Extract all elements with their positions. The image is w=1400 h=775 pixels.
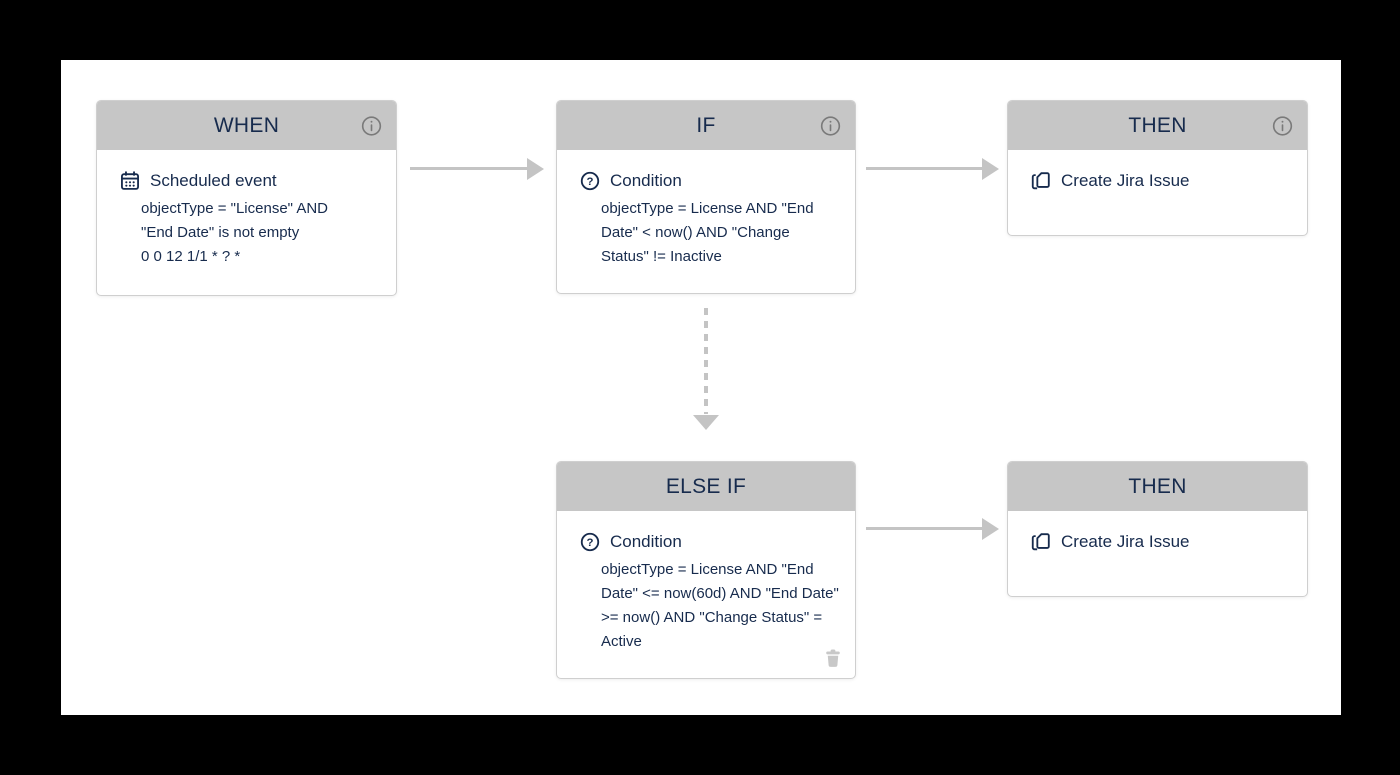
copy-document-icon xyxy=(1030,170,1052,192)
when-query-text: objectType = "License" AND "End Date" is… xyxy=(141,200,329,241)
then-top-card-title: THEN xyxy=(1128,113,1187,137)
trash-icon[interactable] xyxy=(822,647,844,669)
if-condition-label: Condition xyxy=(610,171,682,190)
when-event-label: Scheduled event xyxy=(150,171,277,190)
svg-text:?: ? xyxy=(587,537,594,549)
when-card[interactable]: WHEN xyxy=(96,100,397,296)
then-top-action-label: Create Jira Issue xyxy=(1061,171,1190,190)
else-if-condition-label: Condition xyxy=(610,532,682,551)
when-card-body: Scheduled event objectType = "License" A… xyxy=(97,150,396,269)
connector-dashed-line xyxy=(704,308,708,414)
then-bottom-card-title: THEN xyxy=(1128,474,1187,498)
automation-rule-canvas: WHEN xyxy=(61,60,1341,715)
arrow-head-icon xyxy=(527,158,544,180)
if-card-title: IF xyxy=(696,113,716,137)
when-trigger-row[interactable]: Scheduled event xyxy=(119,170,382,192)
if-condition-row[interactable]: ? Condition xyxy=(579,170,841,192)
else-if-card-title: ELSE IF xyxy=(665,474,747,498)
svg-text:?: ? xyxy=(587,176,594,188)
then-top-action-row[interactable]: Create Jira Issue xyxy=(1030,170,1293,192)
info-icon[interactable] xyxy=(819,114,842,137)
if-card-header: IF xyxy=(557,101,855,150)
when-cron-text: 0 0 12 1/1 * ? * xyxy=(141,248,241,265)
info-icon[interactable] xyxy=(360,114,383,137)
when-card-header: WHEN xyxy=(97,101,396,150)
arrow-head-icon xyxy=(982,158,999,180)
if-card-body: ? Condition objectType = License AND "En… xyxy=(557,150,855,269)
then-bottom-action-label: Create Jira Issue xyxy=(1061,532,1190,551)
else-if-card-body: ? Condition objectType = License AND "En… xyxy=(557,511,855,654)
connector-line xyxy=(866,527,983,530)
question-mark-icon: ? xyxy=(579,170,601,192)
then-top-card-header: THEN xyxy=(1008,101,1307,150)
connector-line xyxy=(410,167,528,170)
else-if-card[interactable]: ELSE IF ? Condition objectType = License… xyxy=(556,461,856,679)
then-top-card-body: Create Jira Issue xyxy=(1008,150,1307,192)
else-if-condition-row[interactable]: ? Condition xyxy=(579,531,841,553)
else-if-card-header: ELSE IF xyxy=(557,462,855,511)
arrow-head-icon xyxy=(693,415,719,430)
then-bottom-card-header: THEN xyxy=(1008,462,1307,511)
info-icon[interactable] xyxy=(1271,114,1294,137)
if-card[interactable]: IF ? Condit xyxy=(556,100,856,294)
then-bottom-action-row[interactable]: Create Jira Issue xyxy=(1030,531,1293,553)
arrow-head-icon xyxy=(982,518,999,540)
when-card-title: WHEN xyxy=(213,113,280,137)
calendar-icon xyxy=(119,170,141,192)
copy-document-icon xyxy=(1030,531,1052,553)
then-bottom-card-body: Create Jira Issue xyxy=(1008,511,1307,553)
if-query-text: objectType = License AND "End Date" < no… xyxy=(601,200,814,265)
then-bottom-card[interactable]: THEN Create Jira Issue xyxy=(1007,461,1308,597)
then-top-card[interactable]: THEN Creat xyxy=(1007,100,1308,236)
question-mark-icon: ? xyxy=(579,531,601,553)
else-if-query-text: objectType = License AND "End Date" <= n… xyxy=(601,561,839,650)
connector-line xyxy=(866,167,983,170)
